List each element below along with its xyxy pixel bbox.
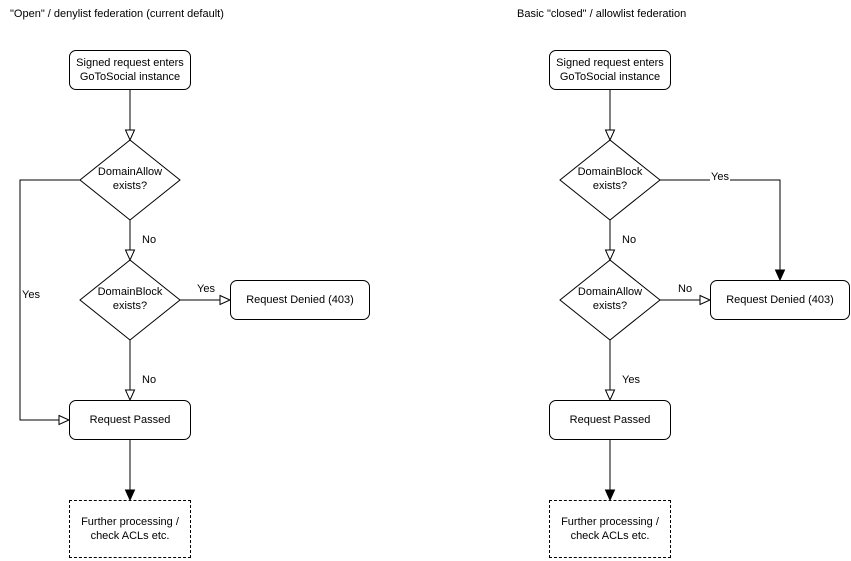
edge-label-right-decision1-no: No bbox=[621, 234, 638, 246]
edge-right-decision1-yes-to-denied bbox=[660, 179, 786, 282]
denied-node-left-text: Request Denied (403) bbox=[246, 294, 354, 306]
edge-label-right-decision1-yes: Yes bbox=[710, 171, 730, 183]
decision-diamond-right-1 bbox=[559, 139, 661, 221]
start-node-left: Signed request enters GoToSocial instanc… bbox=[69, 50, 191, 90]
denied-node-right-text: Request Denied (403) bbox=[726, 294, 834, 306]
edge-label-left-decision2-yes: Yes bbox=[196, 283, 216, 295]
further-node-right-line1: Further processing / bbox=[561, 516, 659, 528]
denied-node-left: Request Denied (403) bbox=[230, 280, 370, 320]
further-node-right-line2: check ACLs etc. bbox=[570, 530, 650, 542]
further-processing-node-right: Further processing / check ACLs etc. bbox=[549, 500, 671, 558]
passed-node-left-text: Request Passed bbox=[89, 414, 171, 426]
passed-node-right: Request Passed bbox=[549, 400, 671, 440]
chart-title-open-denylist: "Open" / denylist federation (current de… bbox=[10, 8, 224, 20]
chart-title-closed-allowlist: Basic "closed" / allowlist federation bbox=[517, 8, 687, 20]
further-node-left-line1: Further processing / bbox=[81, 516, 179, 528]
edge-label-right-decision2-yes: Yes bbox=[621, 374, 641, 386]
start-node-left-line1: Signed request enters bbox=[76, 57, 184, 69]
start-node-right-line1: Signed request enters bbox=[556, 57, 664, 69]
further-processing-node-left: Further processing / check ACLs etc. bbox=[69, 500, 191, 558]
decision-diamond-right-2 bbox=[559, 259, 661, 341]
start-node-left-line2: GoToSocial instance bbox=[79, 71, 181, 83]
denied-node-right: Request Denied (403) bbox=[710, 280, 850, 320]
edge-left-decision1-yes-to-passed bbox=[19, 179, 80, 426]
passed-node-left: Request Passed bbox=[69, 400, 191, 440]
edge-label-right-decision2-no: No bbox=[677, 283, 694, 295]
start-node-right: Signed request enters GoToSocial instanc… bbox=[549, 50, 671, 90]
passed-node-right-text: Request Passed bbox=[569, 414, 651, 426]
further-node-left-line2: check ACLs etc. bbox=[90, 530, 170, 542]
edge-label-left-decision1-no: No bbox=[141, 234, 158, 246]
edge-label-left-decision2-no: No bbox=[141, 374, 158, 386]
start-node-right-line2: GoToSocial instance bbox=[559, 71, 661, 83]
decision-diamond-left-2 bbox=[79, 259, 181, 341]
edge-label-left-decision1-yes: Yes bbox=[21, 289, 41, 301]
decision-diamond-left-1 bbox=[79, 139, 181, 221]
